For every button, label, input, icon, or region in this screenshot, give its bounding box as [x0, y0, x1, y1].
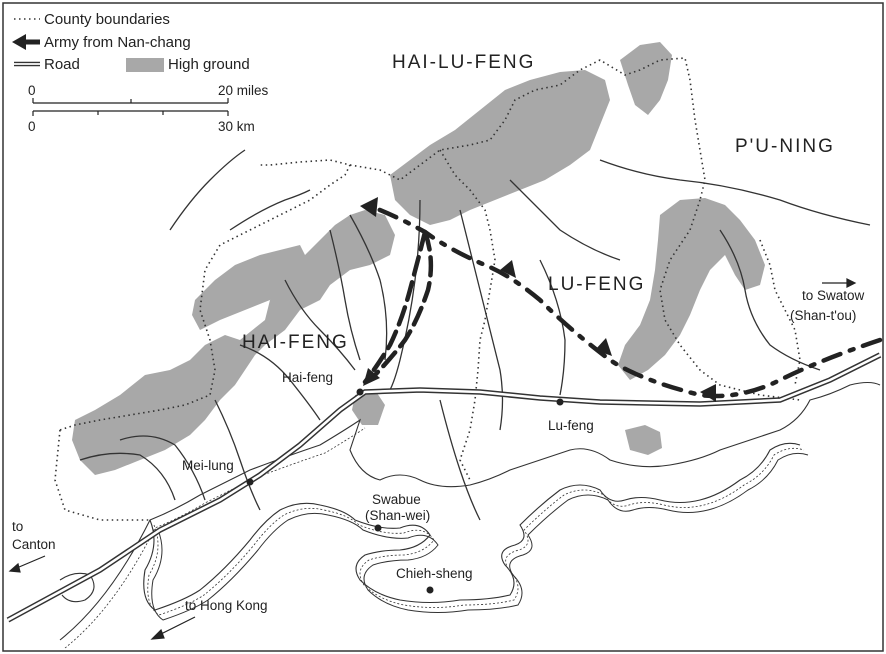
river [509, 179, 621, 261]
route-arrowhead [363, 368, 380, 386]
scale-bar: 0 20 miles 0 30 km [28, 83, 269, 134]
town-dot-mei-lung [246, 478, 254, 486]
town-label-mei-lung: Mei-lung [182, 458, 234, 473]
legend-road: Road [44, 56, 80, 73]
scale-miles-max: 20 miles [218, 83, 269, 98]
direction-label-swatow: to Swatow [802, 288, 865, 303]
high-ground-northeast [620, 42, 672, 115]
direction-label-canton-to: to [12, 519, 23, 534]
legend-army-route: Army from Nan-chang [44, 34, 191, 51]
river [349, 214, 388, 361]
river [439, 399, 481, 521]
river [214, 399, 261, 511]
town-dot-chieh-sheng [426, 586, 434, 594]
legend-arrow-icon [12, 34, 26, 50]
army-route-hai-feng [362, 229, 428, 385]
county-boundary [349, 57, 706, 201]
route-arrowheads [360, 197, 716, 402]
arrow-to-canton-head [8, 562, 21, 573]
town-dot-lu-feng [556, 398, 564, 406]
region-label-pu-ning: P'U-NING [735, 136, 835, 157]
route-arrowhead [700, 384, 716, 402]
scale-miles-zero: 0 [28, 83, 36, 98]
rivers [79, 149, 871, 521]
route-arrowhead [360, 197, 378, 217]
river [239, 344, 321, 421]
roads [6, 352, 882, 623]
region-label-hai-lu-feng: HAI-LU-FENG [392, 52, 535, 73]
town-label-chieh-sheng: Chieh-sheng [396, 566, 473, 581]
coastline [59, 381, 881, 649]
town-label-lu-feng: Lu-feng [548, 418, 594, 433]
high-ground-south-lu-feng [625, 425, 662, 455]
legend: County boundaries Army from Nan-chang Ro… [12, 11, 250, 73]
legend-county-boundaries: County boundaries [44, 11, 170, 28]
direction-label-shan-tou: (Shan-t'ou) [790, 308, 856, 323]
direction-label-canton: Canton [12, 537, 56, 552]
direction-arrows [8, 278, 857, 640]
region-label-lu-feng: LU-FENG [548, 274, 645, 295]
legend-high-ground: High ground [168, 56, 250, 73]
high-ground-west [72, 210, 395, 475]
high-ground-central-north [390, 70, 610, 225]
scale-km-max: 30 km [218, 119, 255, 134]
river [119, 435, 206, 501]
direction-label-hong-kong: to Hong Kong [185, 598, 268, 613]
town-label-shan-wei: (Shan-wei) [365, 508, 430, 523]
town-dot-hai-feng [356, 388, 364, 396]
river [539, 259, 566, 396]
town-label-swabue: Swabue [372, 492, 421, 507]
river [599, 159, 871, 226]
high-ground-hai-feng-north [192, 245, 310, 330]
river [329, 229, 361, 361]
army-route-south-branch [367, 229, 434, 383]
river [169, 149, 246, 231]
town-label-hai-feng: Hai-feng [282, 370, 333, 385]
army-routes [362, 205, 883, 399]
river [284, 279, 356, 371]
scale-km-zero: 0 [28, 119, 36, 134]
arrow-to-swatow-head [846, 278, 857, 288]
river [459, 209, 504, 431]
river [79, 452, 176, 501]
region-label-hai-feng: HAI-FENG [242, 332, 349, 353]
route-arrowhead [595, 338, 612, 356]
town-dot-swabue [374, 524, 382, 532]
river [229, 189, 311, 231]
route-arrowhead [500, 260, 516, 278]
river [719, 229, 821, 371]
army-route-north [372, 205, 883, 399]
river [389, 199, 421, 391]
town-markers [246, 388, 564, 594]
arrow-to-hong-kong-head [150, 628, 165, 640]
legend-swatch-high-ground [126, 58, 164, 72]
county-boundaries [54, 57, 801, 521]
